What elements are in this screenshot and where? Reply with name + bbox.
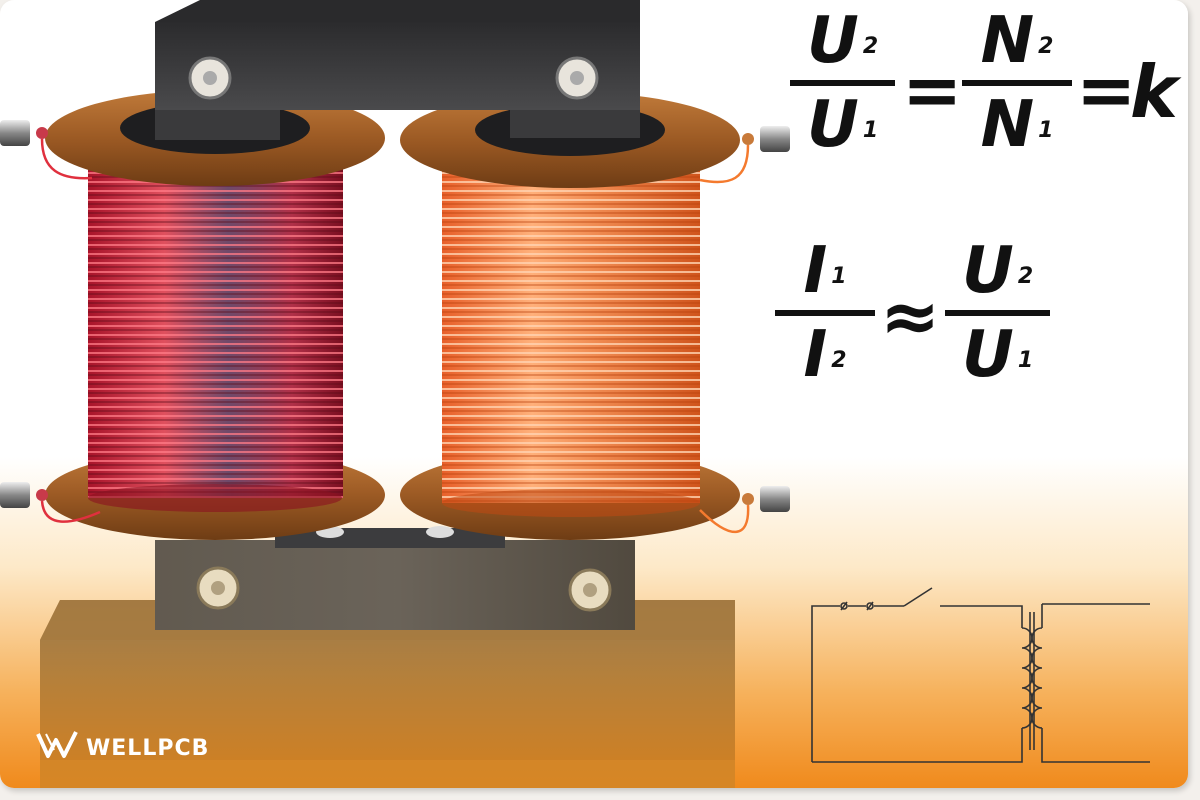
brand-name: WELLPCB (86, 735, 210, 761)
wellpcb-logo-icon (36, 730, 80, 766)
core-upper-yoke (155, 0, 640, 140)
secondary-coil (442, 168, 700, 517)
wellpcb-logo: WELLPCB (36, 730, 209, 766)
equals-sign: = (902, 48, 963, 132)
lead-wires (40, 138, 750, 534)
equals-sign: = (1076, 48, 1137, 132)
fraction-bar (775, 310, 875, 316)
transformer-drawing (0, 0, 1150, 788)
fraction-bar (790, 80, 895, 86)
fraction-bar (962, 80, 1072, 86)
approx-sign: ≈ (880, 274, 941, 358)
circuit-schematic (811, 587, 1150, 763)
constant-k: k (1130, 50, 1178, 134)
fraction-bar (945, 310, 1050, 316)
core-lower-yoke (155, 526, 635, 630)
terminal-screws (0, 120, 790, 512)
primary-coil (88, 168, 343, 512)
